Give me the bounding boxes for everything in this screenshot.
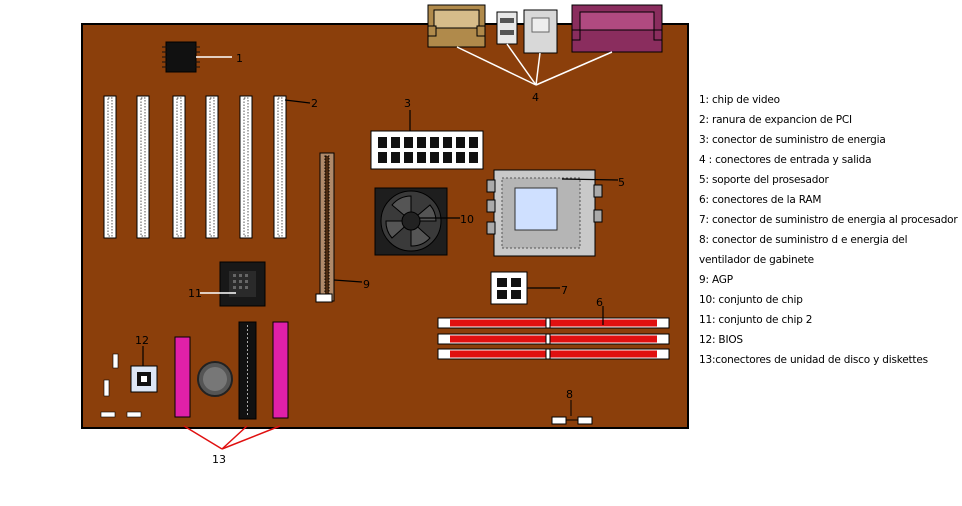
battery (197, 361, 233, 397)
usb-port (496, 11, 518, 45)
ide-connector-primary (238, 321, 257, 420)
label-7: 7 (561, 284, 568, 297)
floppy-connector (174, 336, 191, 418)
leader-2 (284, 99, 311, 104)
pci-slot (172, 95, 186, 239)
leader-9 (333, 279, 363, 283)
legend-item: 2: ranura de expancion de PCI (699, 114, 852, 126)
network-port (523, 9, 558, 54)
ram-slots (437, 317, 670, 360)
chipset-fan (374, 187, 448, 256)
legend-item: 6: conectores de la RAM (699, 194, 822, 206)
label-12: 12 (135, 334, 149, 347)
label-10: 10 (460, 213, 474, 226)
pci-slot (205, 95, 219, 239)
parallel-port (571, 4, 663, 53)
pci-slots (103, 95, 287, 239)
agp-slot (315, 152, 335, 303)
leader-8 (566, 400, 578, 421)
io-leader-lines (456, 43, 613, 86)
cpu-socket (486, 169, 603, 257)
cpu-power-connector (490, 271, 528, 305)
drive-leader-lines (183, 425, 281, 450)
label-6: 6 (596, 296, 603, 309)
legend-item: 5: soporte del prosesador (699, 174, 829, 186)
label-2: 2 (311, 97, 318, 110)
label-3: 3 (404, 97, 411, 110)
bios-chip (130, 365, 158, 393)
legend-item: 7: conector de suministro de energia al … (699, 214, 958, 226)
label-8: 8 (566, 388, 573, 401)
legend-item: 8: conector de suministro d e energia de… (699, 234, 908, 266)
legend-item: 11: conjunto de chip 2 (699, 314, 813, 326)
chipset-2 (219, 261, 266, 307)
label-9: 9 (363, 278, 370, 291)
label-11: 11 (188, 287, 202, 300)
legend-item: 9: AGP (699, 274, 733, 286)
ide-connector-secondary (272, 321, 289, 419)
serial-port (427, 4, 486, 48)
label-1: 1 (236, 52, 243, 65)
label-13: 13 (212, 453, 226, 466)
video-chip (162, 41, 200, 73)
pci-slot (273, 95, 287, 239)
label-5: 5 (618, 176, 625, 189)
pci-slot (239, 95, 253, 239)
legend-item: 10: conjunto de chip (699, 294, 803, 306)
legend-item: 12: BIOS (699, 334, 743, 346)
legend-item: 4 : conectores de entrada y salida (699, 154, 872, 166)
pci-slot (136, 95, 150, 239)
legend: 1: chip de video 2: ranura de expancion d… (699, 90, 961, 370)
jumpers (100, 353, 142, 418)
label-4: 4 (532, 91, 539, 104)
legend-item: 3: conector de suministro de energia (699, 134, 886, 146)
pci-slot (103, 95, 117, 239)
leader-5 (561, 178, 619, 181)
legend-item: 13:conectores de unidad de disco y diske… (699, 354, 928, 366)
legend-item: 1: chip de video (699, 94, 780, 106)
atx-power-connector (370, 130, 484, 170)
